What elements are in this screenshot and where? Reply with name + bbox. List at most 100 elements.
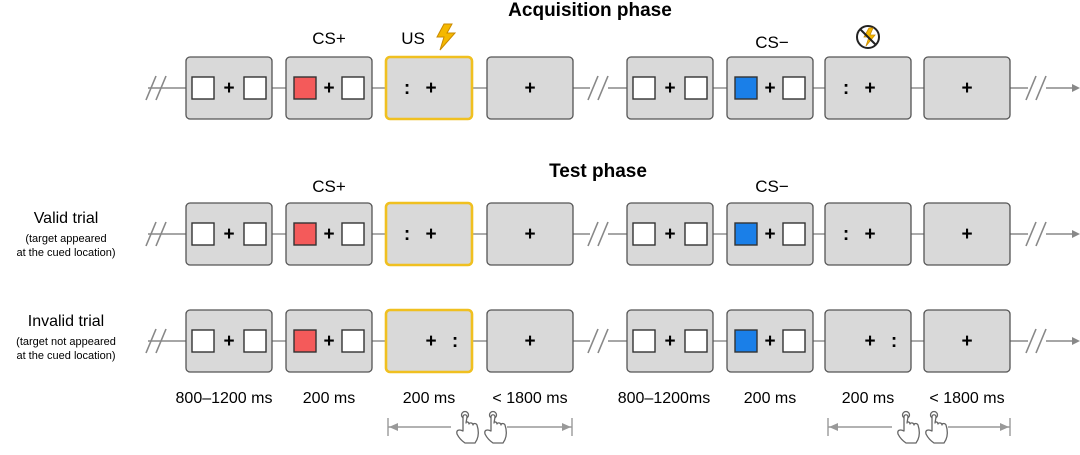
trial-panel <box>185 309 273 373</box>
response-window <box>827 410 1011 444</box>
fixation-cross: + <box>764 331 775 352</box>
tap-hand-icon <box>897 410 921 444</box>
fixation-cross: + <box>524 331 535 352</box>
tap-hand-icon <box>456 410 480 444</box>
trial-panel <box>626 56 714 120</box>
valid-trial-title: Valid trial <box>34 210 99 227</box>
target-dots: : <box>843 224 849 245</box>
fixation-cross: + <box>223 331 234 352</box>
timing-target-cs-minus: 200 ms <box>842 390 894 407</box>
tap-hand-icon <box>484 410 508 444</box>
trial-panel <box>923 309 1011 373</box>
placeholder-box <box>684 329 708 353</box>
timing-cs-plus: 200 ms <box>303 390 355 407</box>
fixation-cross: + <box>961 78 972 99</box>
trial-panel <box>726 56 814 120</box>
placeholder-box <box>341 329 365 353</box>
arrow-icon <box>1072 230 1080 238</box>
trial-panel <box>824 309 912 373</box>
timing-cs-minus: 200 ms <box>744 390 796 407</box>
no-shock-icon <box>856 25 880 49</box>
trial-panel <box>285 56 373 120</box>
cs-minus-label-acquisition: CS− <box>755 33 789 52</box>
fixation-cross: + <box>524 78 535 99</box>
timing-response-cs-minus: < 1800 ms <box>929 390 1004 407</box>
placeholder-box <box>243 329 267 353</box>
timing-iti-cs-minus: 800–1200ms <box>618 390 711 407</box>
fixation-cross: + <box>425 331 436 352</box>
trial-panel <box>726 202 814 266</box>
trial-panel <box>726 309 814 373</box>
response-windows <box>387 410 1011 444</box>
placeholder-box <box>684 76 708 100</box>
placeholder-box <box>632 222 656 246</box>
fixation-cross: + <box>864 224 875 245</box>
target-dots: : <box>843 78 849 99</box>
cs-minus-cue-box <box>734 329 758 353</box>
fixation-cross: + <box>223 224 234 245</box>
fixation-cross: + <box>764 224 775 245</box>
trial-panel <box>626 309 714 373</box>
cs-plus-cue-box <box>293 222 317 246</box>
test-phase-title: Test phase <box>549 161 647 182</box>
valid-trial-note-line2: at the cued location) <box>16 247 115 259</box>
response-window <box>387 410 573 444</box>
placeholder-box <box>191 222 215 246</box>
fixation-cross: + <box>664 331 675 352</box>
target-dots: : <box>452 331 458 352</box>
timeline-row: ++:++++:++ <box>145 201 1080 267</box>
trial-panel <box>824 202 912 266</box>
arrow-icon <box>1072 84 1080 92</box>
timing-iti-cs-plus: 800–1200 ms <box>176 390 273 407</box>
placeholder-box <box>341 76 365 100</box>
cs-minus-cue-box <box>734 222 758 246</box>
fixation-cross: + <box>961 224 972 245</box>
cs-plus-cue-box <box>293 329 317 353</box>
trial-panel <box>923 202 1011 266</box>
placeholder-box <box>243 76 267 100</box>
target-dots: : <box>891 331 897 352</box>
fixation-cross: + <box>323 331 334 352</box>
target-dots: : <box>404 78 410 99</box>
cs-minus-cue-box <box>734 76 758 100</box>
fixation-cross: + <box>764 78 775 99</box>
trial-panel <box>185 202 273 266</box>
timeline-rows: ++:++++:++++:++++:+++++:++++:+ <box>145 55 1080 374</box>
timeline-row: +++:++++:+ <box>145 308 1080 374</box>
trial-panel <box>285 309 373 373</box>
trial-panel <box>923 56 1011 120</box>
invalid-trial-note-line1: (target not appeared <box>16 336 116 348</box>
trial-panel <box>486 202 574 266</box>
timeline-row: ++:++++:++ <box>145 55 1080 121</box>
fixation-cross: + <box>425 224 436 245</box>
us-panel <box>384 308 474 374</box>
trial-panel <box>285 202 373 266</box>
fixation-cross: + <box>864 78 875 99</box>
fixation-cross: + <box>664 224 675 245</box>
placeholder-box <box>632 76 656 100</box>
fixation-cross: + <box>524 224 535 245</box>
cs-minus-label-test: CS− <box>755 177 789 196</box>
us-panel <box>384 55 474 121</box>
fixation-cross: + <box>664 78 675 99</box>
trial-panel <box>486 309 574 373</box>
fixation-cross: + <box>864 331 875 352</box>
placeholder-box <box>191 76 215 100</box>
cs-plus-cue-box <box>293 76 317 100</box>
trial-panel <box>824 56 912 120</box>
placeholder-box <box>782 222 806 246</box>
placeholder-box <box>632 329 656 353</box>
trial-panel <box>185 56 273 120</box>
placeholder-box <box>782 329 806 353</box>
fixation-cross: + <box>323 224 334 245</box>
placeholder-box <box>243 222 267 246</box>
timing-response-cs-plus: < 1800 ms <box>492 390 567 407</box>
placeholder-box <box>191 329 215 353</box>
placeholder-box <box>684 222 708 246</box>
cs-plus-label-test: CS+ <box>312 177 346 196</box>
lightning-bolt-icon <box>436 23 457 51</box>
timing-target-cs-plus: 200 ms <box>403 390 455 407</box>
us-label: US <box>401 29 425 48</box>
placeholder-box <box>782 76 806 100</box>
